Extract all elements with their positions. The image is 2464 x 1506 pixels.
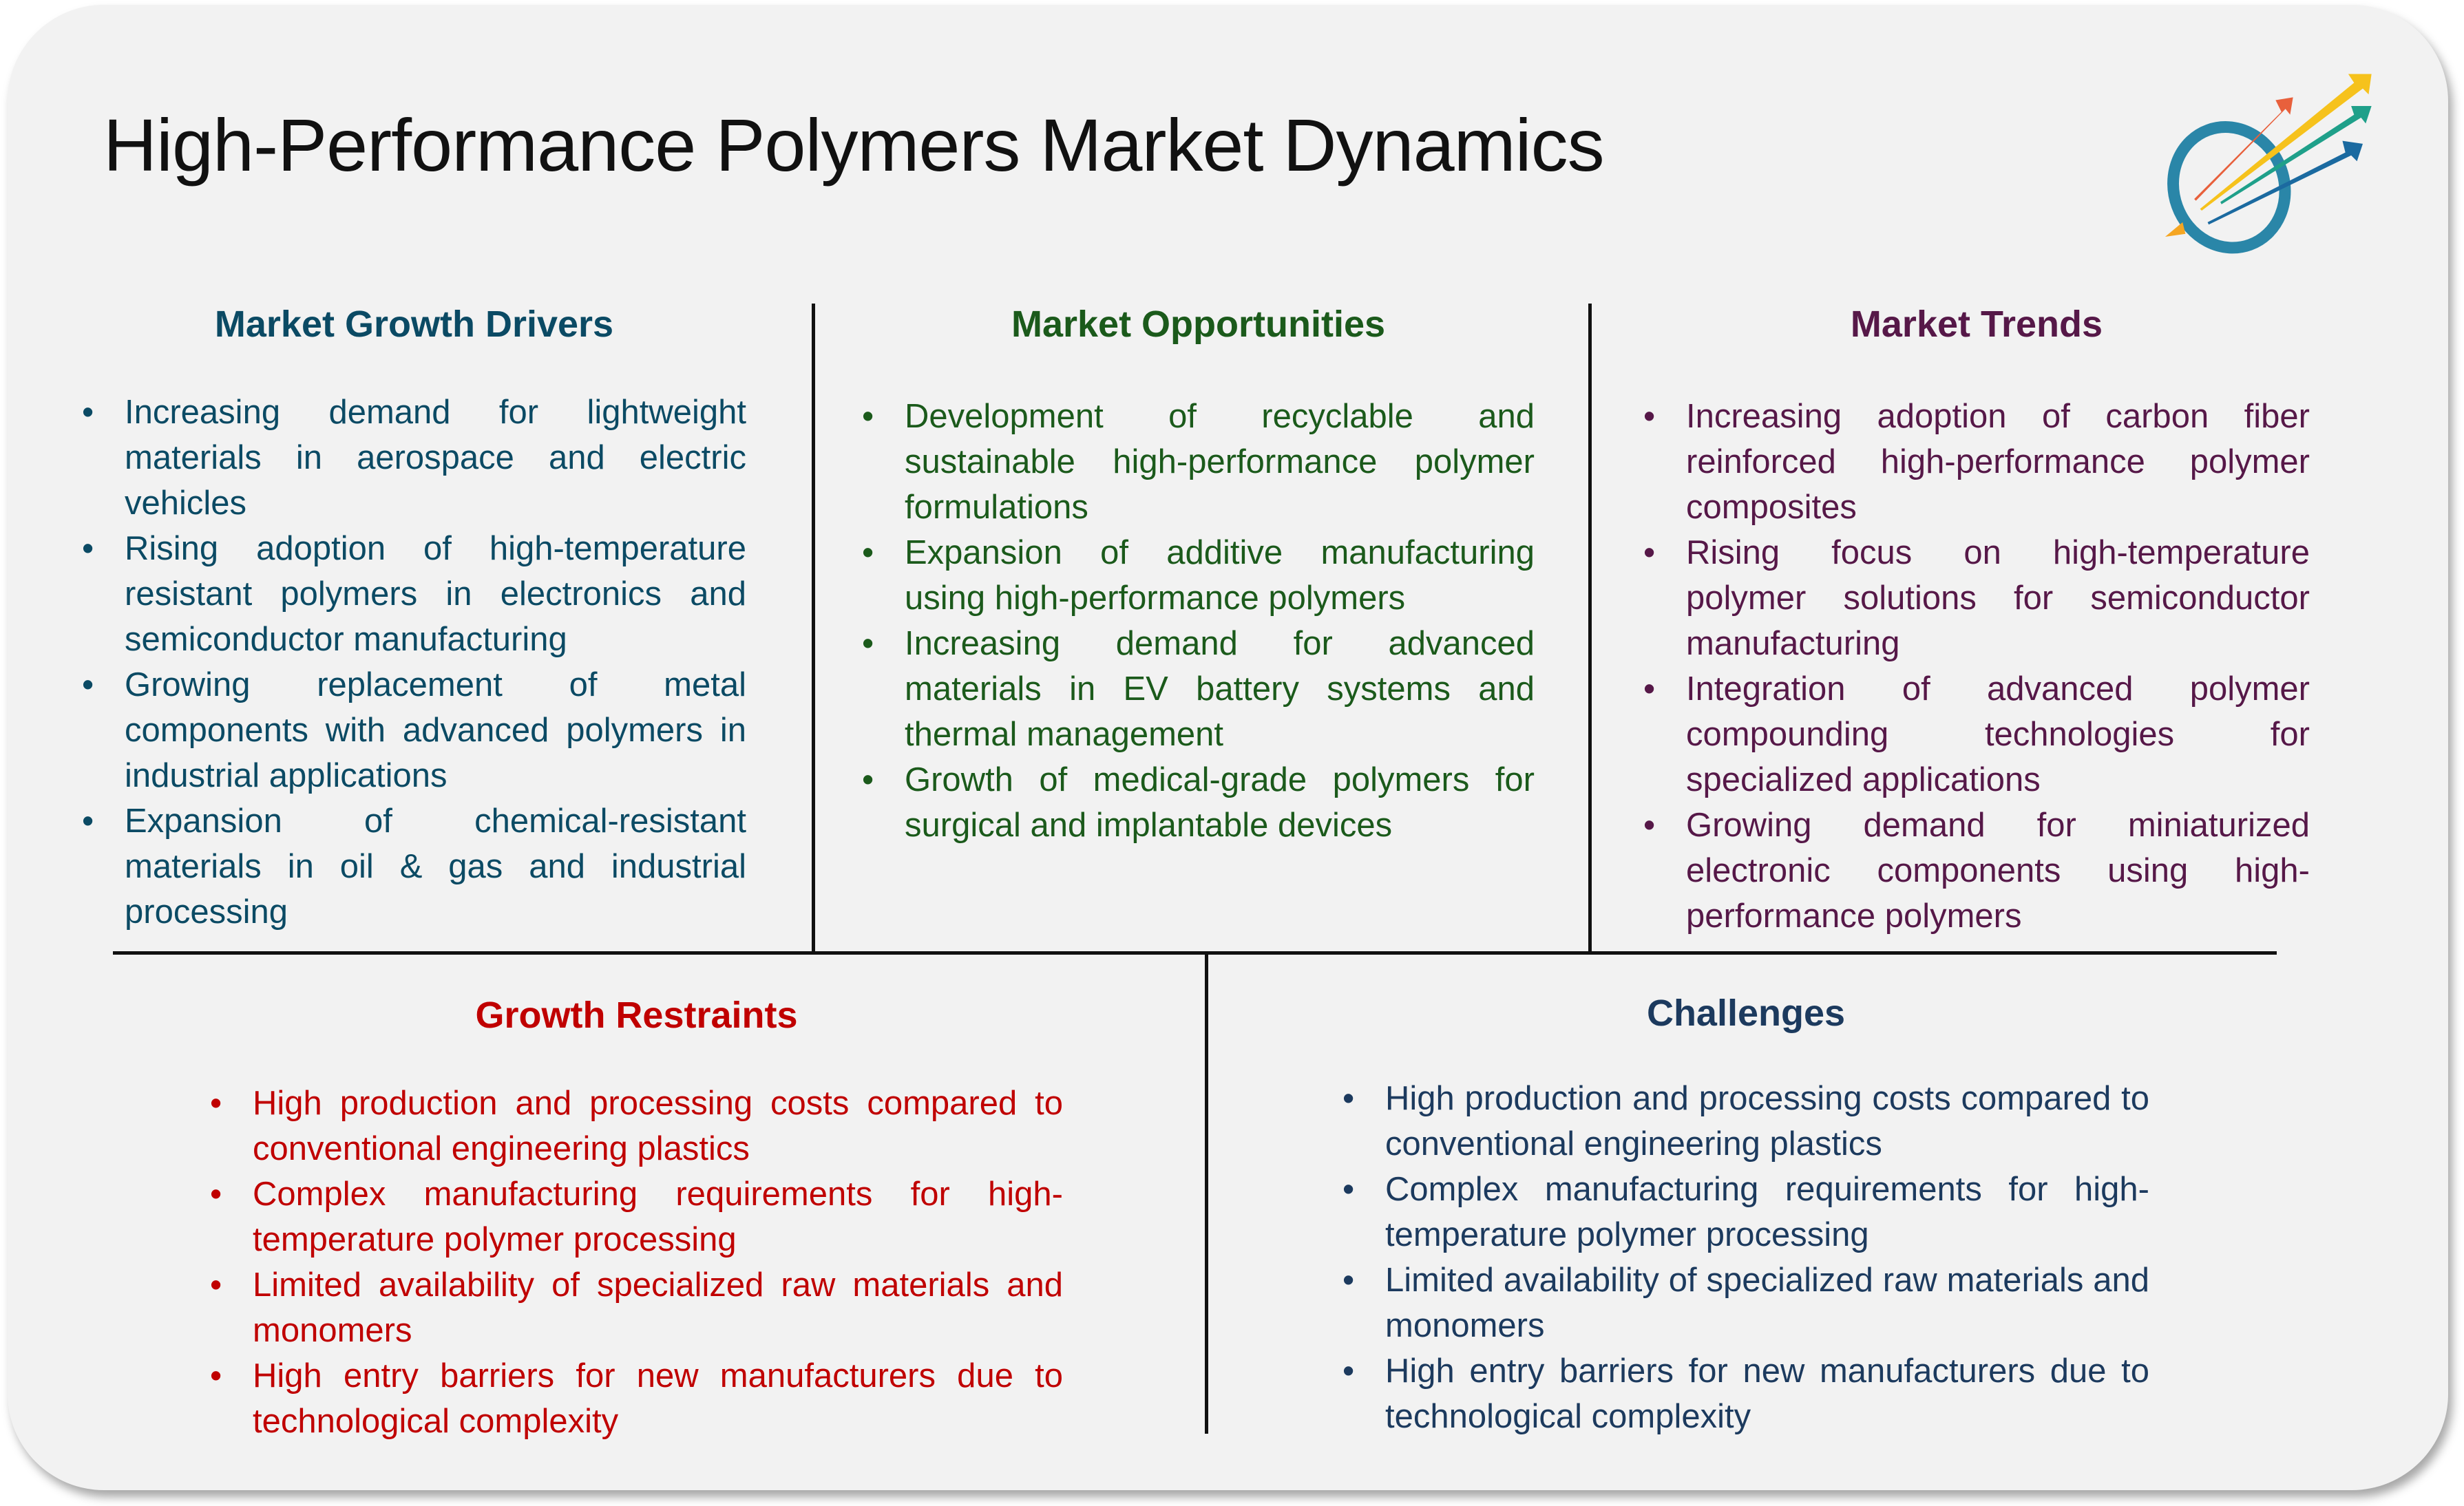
divider-horizontal bbox=[113, 951, 2277, 955]
list-item: Rising adoption of high-temperature resi… bbox=[82, 526, 746, 662]
section-challenges: Challenges High production and processin… bbox=[1342, 992, 2149, 1439]
list-item: Increasing adoption of carbon fiber rein… bbox=[1643, 394, 2310, 530]
section-restraints: Growth Restraints High production and pr… bbox=[210, 994, 1063, 1444]
list-item: Growing demand for miniaturized electron… bbox=[1643, 803, 2310, 939]
divider-vertical-1 bbox=[812, 304, 815, 953]
list-item: Development of recyclable and sustainabl… bbox=[862, 394, 1535, 530]
list-item: Complex manufacturing requirements for h… bbox=[210, 1171, 1063, 1262]
list-item: Increasing demand for lightweight materi… bbox=[82, 390, 746, 526]
section-opportunities: Market Opportunities Development of recy… bbox=[862, 303, 1535, 848]
list-item: Expansion of additive manufacturing usin… bbox=[862, 530, 1535, 621]
list-item: Integration of advanced polymer compound… bbox=[1643, 666, 2310, 803]
list-item: Growth of medical-grade polymers for sur… bbox=[862, 757, 1535, 848]
list-item: Rising focus on high-temperature polymer… bbox=[1643, 530, 2310, 666]
divider-vertical-3 bbox=[1205, 955, 1208, 1434]
restraints-heading: Growth Restraints bbox=[475, 995, 798, 1036]
trends-heading: Market Trends bbox=[1850, 304, 2103, 345]
drivers-heading: Market Growth Drivers bbox=[214, 304, 614, 345]
list-item: Complex manufacturing requirements for h… bbox=[1342, 1167, 2149, 1258]
opportunities-heading: Market Opportunities bbox=[1011, 304, 1386, 345]
list-item: High production and processing costs com… bbox=[210, 1081, 1063, 1171]
list-item: High entry barriers for new manufacturer… bbox=[1342, 1348, 2149, 1439]
page-title: High-Performance Polymers Market Dynamic… bbox=[103, 103, 1605, 187]
divider-vertical-2 bbox=[1588, 304, 1592, 953]
list-item: Limited availability of specialized raw … bbox=[1342, 1258, 2149, 1348]
list-item: Increasing demand for advanced materials… bbox=[862, 621, 1535, 757]
section-drivers: Market Growth Drivers Increasing demand … bbox=[82, 303, 746, 935]
colored-arrows-logo-icon bbox=[2165, 74, 2372, 254]
list-item: Expansion of chemical-resistant material… bbox=[82, 798, 746, 935]
list-item: High production and processing costs com… bbox=[1342, 1076, 2149, 1167]
challenges-heading: Challenges bbox=[1646, 993, 1846, 1034]
list-item: Growing replacement of metal components … bbox=[82, 662, 746, 798]
list-item: High entry barriers for new manufacturer… bbox=[210, 1353, 1063, 1444]
section-trends: Market Trends Increasing adoption of car… bbox=[1643, 303, 2310, 939]
list-item: Limited availability of specialized raw … bbox=[210, 1262, 1063, 1353]
